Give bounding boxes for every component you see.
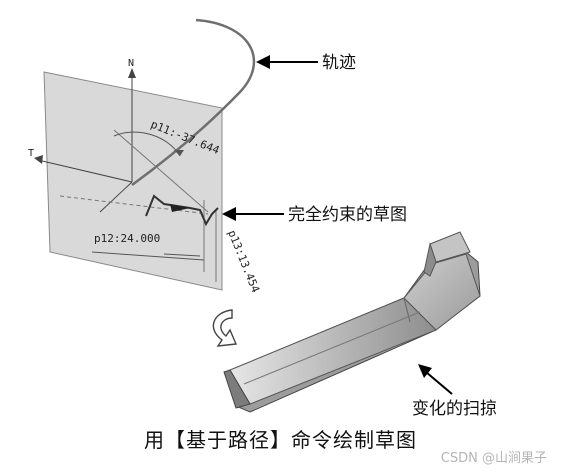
dimension-line-p12-ext	[163, 253, 201, 257]
dimension-p13: p13:13.454	[225, 228, 262, 295]
construction-line-a	[59, 195, 209, 215]
callout-sketch-arrowhead	[222, 207, 236, 221]
construction-line-b	[113, 129, 209, 213]
axis-label-t: T	[28, 148, 34, 159]
sketch-direction-arrow	[170, 204, 190, 212]
rotate-arrow-icon	[212, 309, 238, 347]
label-trajectory: 轨迹	[322, 53, 356, 73]
tangent-axis-arrowhead	[34, 155, 43, 164]
tangent-axis-line	[37, 159, 133, 183]
dimension-p12: p12:24.000	[94, 232, 160, 245]
watermark: CSDN @山涧果子	[440, 451, 547, 466]
trajectory-curve	[131, 18, 256, 187]
figure-caption: 用【基于路径】命令绘制草图	[144, 428, 417, 452]
label-variable-sweep: 变化的扫掠	[412, 399, 497, 419]
binormal-axis-line	[99, 181, 133, 213]
normal-axis-arrowhead	[128, 68, 136, 78]
callout-sweep-arrowhead	[418, 364, 432, 378]
callout-sweep-line	[425, 371, 453, 395]
angle-arc-arrow	[174, 150, 184, 156]
label-constrained-sketch: 完全约束的草图	[288, 205, 407, 225]
sketch-plane	[43, 71, 223, 291]
axis-label-n: N	[128, 58, 134, 69]
swept-solid	[223, 231, 481, 413]
dimension-line-p12	[91, 251, 205, 261]
callout-trajectory-arrowhead	[256, 55, 270, 69]
sketch-profile	[145, 194, 219, 227]
